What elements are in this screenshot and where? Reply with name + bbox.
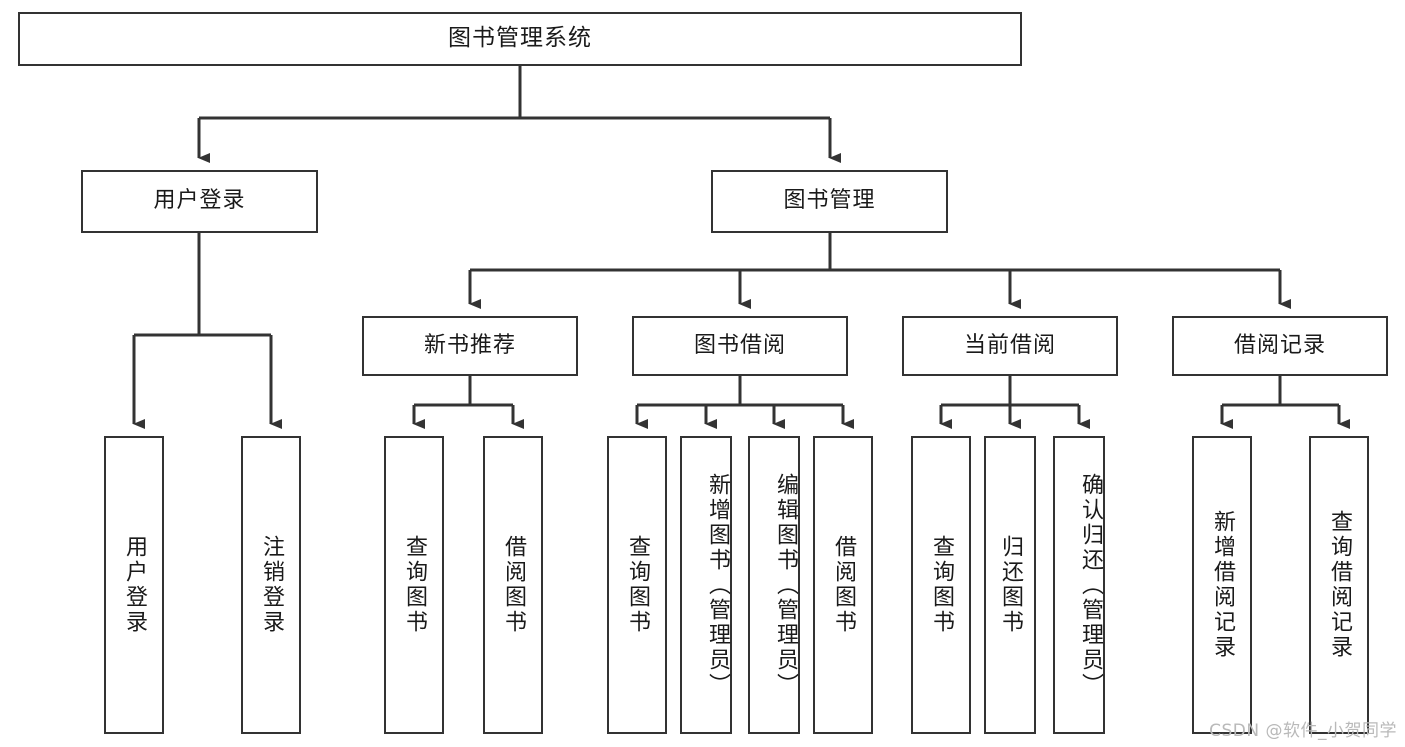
node-book-management[interactable]: 图书管理 bbox=[711, 170, 948, 233]
node-leaf-borrow-book-1[interactable]: 借阅图书 bbox=[483, 436, 543, 734]
node-label: 查询图书 bbox=[401, 535, 427, 635]
node-label: 新增借阅记录 bbox=[1209, 510, 1235, 660]
node-leaf-query-book-1[interactable]: 查询图书 bbox=[384, 436, 444, 734]
node-leaf-logout-login[interactable]: 注销登录 bbox=[241, 436, 301, 734]
node-label: 当前借阅 bbox=[963, 332, 1056, 358]
node-label: 新书推荐 bbox=[423, 332, 516, 358]
node-label: 确认归还（管理员） bbox=[1078, 472, 1103, 698]
node-leaf-user-login[interactable]: 用户登录 bbox=[104, 436, 164, 734]
node-label: 借阅图书 bbox=[830, 535, 856, 635]
node-label: 编辑图书（管理员） bbox=[773, 472, 798, 698]
node-leaf-query-borrow-record[interactable]: 查询借阅记录 bbox=[1309, 436, 1369, 734]
node-label: 图书管理系统 bbox=[448, 25, 592, 52]
node-leaf-edit-book-admin[interactable]: 编辑图书（管理员） bbox=[748, 436, 800, 734]
node-label: 图书管理 bbox=[783, 188, 876, 214]
node-label: 查询图书 bbox=[928, 535, 954, 635]
node-label: 查询借阅记录 bbox=[1326, 510, 1352, 660]
node-book-borrow[interactable]: 图书借阅 bbox=[632, 316, 848, 376]
node-leaf-add-book-admin[interactable]: 新增图书（管理员） bbox=[680, 436, 732, 734]
node-label: 用户登录 bbox=[121, 535, 147, 635]
node-new-book-recommend[interactable]: 新书推荐 bbox=[362, 316, 578, 376]
watermark: CSDN @软件_小贺同学 bbox=[1209, 721, 1397, 741]
node-current-borrow[interactable]: 当前借阅 bbox=[902, 316, 1118, 376]
node-label: 用户登录 bbox=[153, 188, 246, 214]
node-label: 归还图书 bbox=[997, 535, 1023, 635]
node-label: 借阅记录 bbox=[1233, 332, 1326, 358]
node-leaf-borrow-book-2[interactable]: 借阅图书 bbox=[813, 436, 873, 734]
node-root-book-management-system[interactable]: 图书管理系统 bbox=[18, 12, 1022, 66]
node-user-login[interactable]: 用户登录 bbox=[81, 170, 318, 233]
node-leaf-return-book[interactable]: 归还图书 bbox=[984, 436, 1036, 734]
node-label: 新增图书（管理员） bbox=[705, 472, 730, 698]
node-label: 注销登录 bbox=[258, 535, 284, 635]
node-label: 借阅图书 bbox=[500, 535, 526, 635]
node-leaf-confirm-return-admin[interactable]: 确认归还（管理员） bbox=[1053, 436, 1105, 734]
node-leaf-add-borrow-record[interactable]: 新增借阅记录 bbox=[1192, 436, 1252, 734]
node-borrow-record[interactable]: 借阅记录 bbox=[1172, 316, 1388, 376]
node-leaf-query-book-2[interactable]: 查询图书 bbox=[607, 436, 667, 734]
node-label: 图书借阅 bbox=[693, 332, 786, 358]
node-leaf-query-book-3[interactable]: 查询图书 bbox=[911, 436, 971, 734]
node-label: 查询图书 bbox=[624, 535, 650, 635]
